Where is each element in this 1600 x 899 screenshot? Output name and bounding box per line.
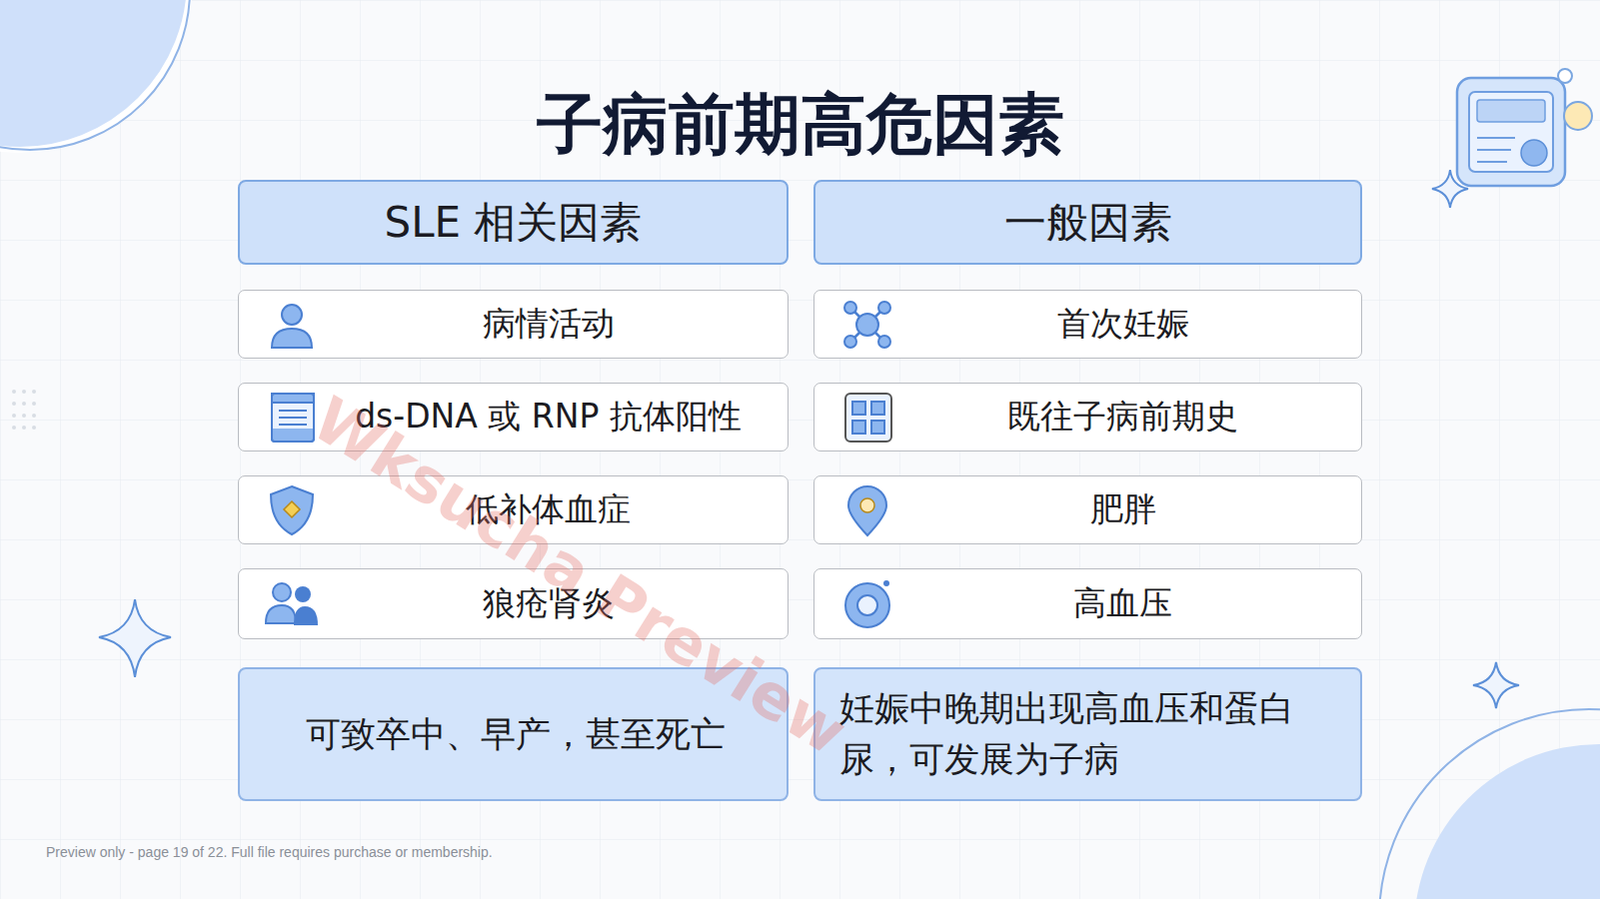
factor-icon [840, 483, 895, 538]
box-text: 肥胖 [1090, 487, 1157, 533]
factor-box: 高血压 [813, 568, 1363, 640]
factor-box: 肥胖 [813, 475, 1363, 545]
box-text: 可致卒中、早产，甚至死亡 [305, 709, 726, 761]
factor-box: 病情活动 [237, 289, 789, 359]
box-text: SLE 相关因素 [384, 194, 643, 251]
factor-icon [840, 297, 895, 352]
box-text: 既往子病前期史 [1007, 394, 1239, 440]
box-text: 狼疮肾炎 [482, 581, 615, 627]
box-text: 妊娠中晚期出现高血压和蛋白尿，可发展为子病 [839, 683, 1341, 786]
box-text: 首次妊娠 [1057, 301, 1190, 347]
column-header: 一般因素 [813, 179, 1363, 265]
box-text: 病情活动 [482, 301, 615, 347]
box-text: 低补体血症 [465, 487, 631, 533]
factor-icon [264, 297, 319, 352]
factor-icon [840, 390, 895, 445]
factor-box: 狼疮肾炎 [237, 568, 789, 640]
summary-box: 妊娠中晚期出现高血压和蛋白尿，可发展为子病 [813, 667, 1363, 802]
factor-icon [264, 483, 319, 538]
factor-icon [264, 577, 319, 632]
factor-box: 首次妊娠 [813, 289, 1363, 359]
box-text: 一般因素 [1004, 194, 1173, 251]
factor-box: 既往子病前期史 [813, 382, 1363, 452]
factor-icon [840, 577, 895, 632]
factor-icon [264, 390, 319, 445]
column-header: SLE 相关因素 [237, 179, 789, 265]
slide-title: 子病前期高危因素 [0, 79, 1600, 170]
summary-box: 可致卒中、早产，甚至死亡 [237, 667, 789, 802]
footer-note: Preview only - page 19 of 22. Full file … [45, 844, 493, 861]
factor-box: ds-DNA 或 RNP 抗体阳性 [237, 382, 789, 452]
factor-box: 低补体血症 [237, 475, 789, 545]
box-text: 高血压 [1073, 581, 1173, 627]
box-text: ds-DNA 或 RNP 抗体阳性 [354, 394, 742, 440]
